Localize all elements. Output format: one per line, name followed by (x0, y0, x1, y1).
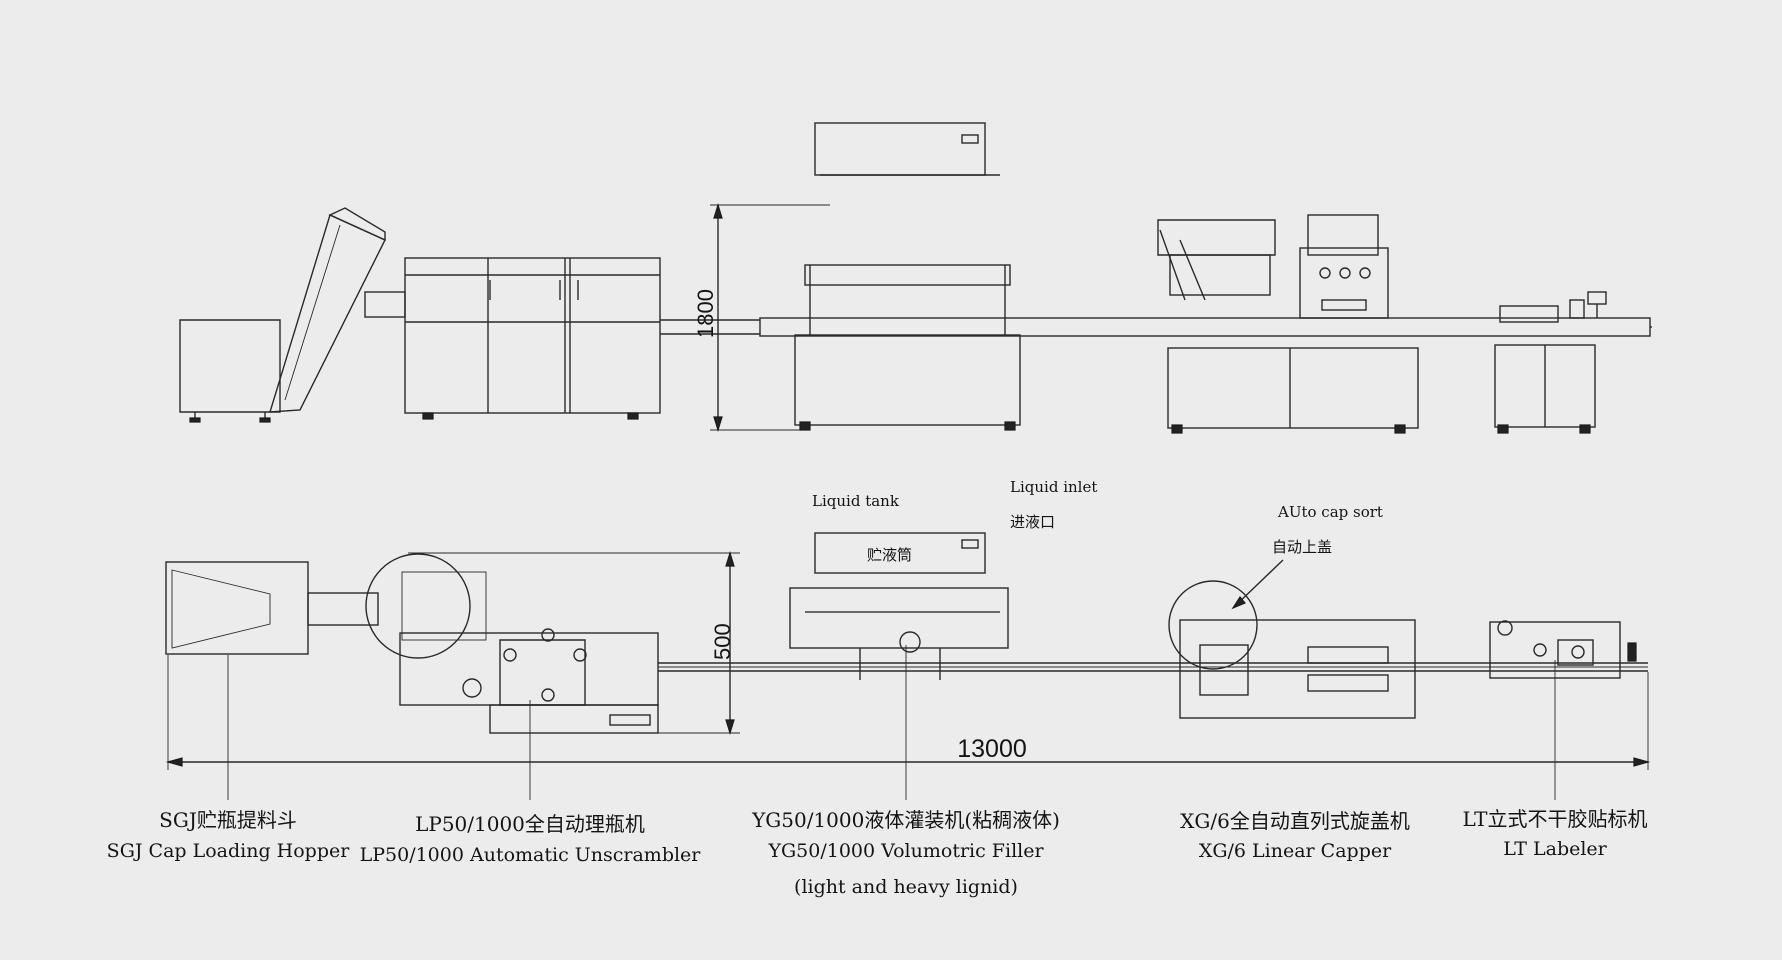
dimension-total-length: 13000 (957, 735, 1027, 763)
machine-3-cn-label: YG50/1000液体灌装机(粘稠液体) (752, 808, 1060, 832)
machine-5-cn-label: LT立式不干胶贴标机 (1462, 807, 1648, 831)
machine-1-cn-label: SGJ贮瓶提料斗 (159, 808, 297, 832)
labeler-plan (1489, 620, 1637, 679)
unscrambler-plan (365, 553, 659, 734)
liquid-inlet-label: Liquid inlet (1010, 478, 1098, 496)
hopper-elevation (179, 207, 386, 423)
elevation-view (179, 122, 1652, 434)
machine-3-en2-label: (light and heavy lignid) (794, 876, 1018, 898)
machine-4-cn-label: XG/6全自动直列式旋盖机 (1180, 809, 1410, 833)
machine-2-en-label: LP50/1000 Automatic Unscrambler (359, 844, 701, 866)
filler-elevation (794, 122, 1021, 431)
capper-plan (1168, 559, 1416, 719)
machine-4-en-label: XG/6 Linear Capper (1198, 840, 1392, 862)
machine-5-en-label: LT Labeler (1503, 838, 1607, 860)
liquid-tank-cn-label: 贮液筒 (867, 546, 913, 564)
unscrambler-elevation (364, 257, 661, 420)
filler-plan (789, 532, 1009, 680)
dimension-width: 500 (710, 623, 735, 660)
liquid-inlet-cn-label: 进液口 (1010, 513, 1056, 531)
dimension-height: 1800 (693, 289, 718, 338)
auto-cap-sort-label: AUto cap sort (1278, 503, 1383, 521)
machine-3-en-label: YG50/1000 Volumotric Filler (768, 840, 1044, 862)
capper-elevation (1157, 214, 1419, 434)
machine-2-cn-label: LP50/1000全自动理瓶机 (415, 812, 645, 836)
auto-cap-sort-cn-label: 自动上盖 (1272, 538, 1333, 556)
machine-1-en-label: SGJ Cap Loading Hopper (106, 840, 350, 862)
labeler-elevation (1494, 291, 1607, 434)
plan-view (165, 532, 1651, 800)
hopper-plan (165, 561, 379, 655)
liquid-tank-label: Liquid tank (812, 492, 899, 510)
